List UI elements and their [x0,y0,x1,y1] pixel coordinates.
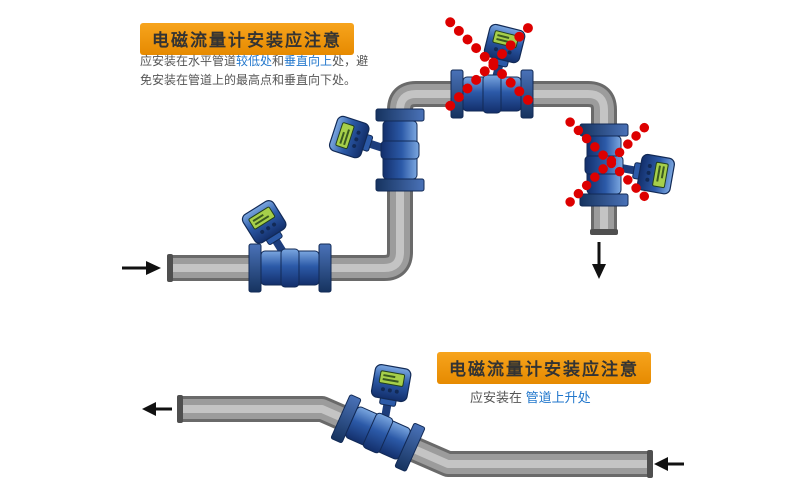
transmitter-head-icon [327,114,391,167]
desc-segment: 处，避免安装在管道上的最高点和垂直向下处。 [140,54,369,88]
pipe-open-end [647,450,653,478]
transmitter-head-icon [616,149,676,196]
desc-segment-highlight: 较低处 [236,54,273,68]
red-x-icon [445,17,539,111]
flowmeter-high-point-wrong [445,17,539,119]
pipe-open-end [167,254,173,282]
desc-segment-highlight: 管道上升处 [525,390,591,405]
flow-arrow-inlet-right [654,457,684,471]
desc-segment: 应安装在 [470,390,526,405]
pipe-open-end [177,395,183,423]
flow-arrow-inlet [122,261,161,275]
flowmeter-horizontal-low-point [239,197,332,293]
bottom-description: 应安装在 管道上升处 [470,388,591,409]
flowmeter-body-icon [248,243,332,293]
flowmeter-rising-section [330,363,426,473]
desc-segment-highlight: 垂直向上 [284,54,333,68]
flow-arrow-outlet-down [592,242,606,279]
top-title: 电磁流量计安装应注意 [140,23,354,55]
desc-segment: 应安装在水平管道 [140,54,237,68]
flow-arrow-outlet-left [142,402,172,416]
red-x-icon [565,117,655,207]
pipe-run-top [167,94,618,282]
pipe-open-end [590,229,618,235]
flowmeter-body-icon [375,108,425,192]
flowmeter-vertical-upward [327,108,425,192]
desc-segment: 和 [272,54,285,68]
flowmeter-vertical-downward-wrong [565,117,676,207]
top-description: 应安装在水平管道较低处和垂直向上处，避免安装在管道上的最高点和垂直向下处。 [140,52,380,90]
flowmeter-body-icon [330,393,426,473]
bottom-title: 电磁流量计安装应注意 [437,352,651,384]
pipe-run-bottom [177,395,653,478]
